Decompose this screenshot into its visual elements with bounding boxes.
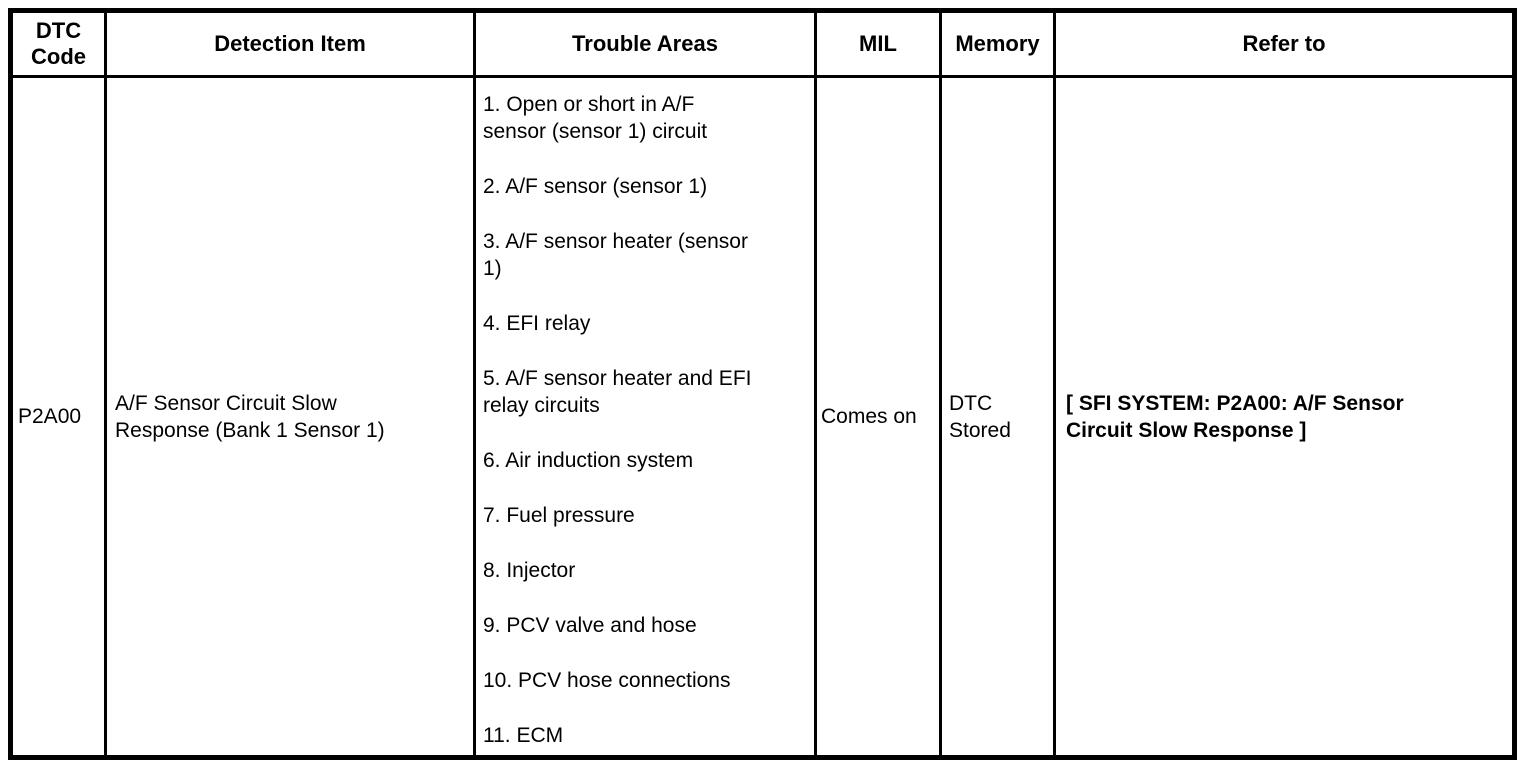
header-dtc-code: DTC Code (9, 9, 107, 78)
detection-item-text: A/F Sensor Circuit Slow Response (Bank 1… (115, 391, 385, 442)
trouble-area-item: 9. PCV valve and hose (483, 613, 697, 637)
trouble-area-item: 8. Injector (483, 558, 576, 582)
dtc-code-cell: P2A00 (9, 75, 107, 759)
header-detection-item: Detection Item (104, 9, 476, 78)
detection-item-cell: A/F Sensor Circuit Slow Response (Bank 1… (104, 75, 476, 759)
trouble-area-item: 1. Open or short in A/F sensor (sensor 1… (483, 92, 708, 143)
header-trouble-areas: Trouble Areas (473, 9, 817, 78)
trouble-areas-cell: 1. Open or short in A/F sensor (sensor 1… (473, 75, 817, 759)
trouble-area-item: 11. ECM (483, 723, 564, 747)
trouble-area-item: 5. A/F sensor heater and EFI relay circu… (483, 366, 752, 417)
memory-cell: DTC Stored (939, 75, 1056, 759)
trouble-areas-list: 1. Open or short in A/F sensor (sensor 1… (483, 91, 806, 749)
trouble-area-item: 4. EFI relay (483, 311, 591, 335)
trouble-area-item: 10. PCV hose connections (483, 668, 731, 692)
refer-to-text: [ SFI SYSTEM: P2A00: A/F Sensor Circuit … (1066, 391, 1404, 442)
trouble-area-item: 2. A/F sensor (sensor 1) (483, 174, 708, 198)
header-mil: MIL (814, 9, 942, 78)
header-refer-to: Refer to (1053, 9, 1516, 78)
header-memory: Memory (939, 9, 1056, 78)
refer-to-cell: [ SFI SYSTEM: P2A00: A/F Sensor Circuit … (1053, 75, 1516, 759)
trouble-area-item: 6. Air induction system (483, 448, 694, 472)
mil-cell: Comes on (814, 75, 942, 759)
dtc-table: DTC Code Detection Item Trouble Areas MI… (8, 8, 1517, 760)
table-row: P2A00 A/F Sensor Circuit Slow Response (… (9, 75, 1516, 759)
table-header-row: DTC Code Detection Item Trouble Areas MI… (9, 9, 1516, 78)
trouble-area-item: 3. A/F sensor heater (sensor 1) (483, 229, 748, 280)
trouble-area-item: 7. Fuel pressure (483, 503, 635, 527)
